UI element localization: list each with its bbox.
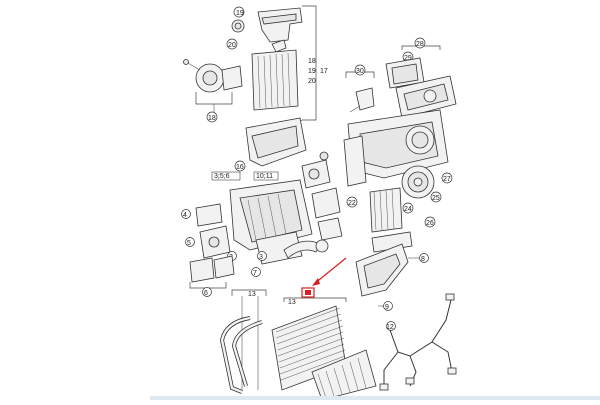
callout-19: 19 [233, 6, 245, 18]
callout-4: 4 [181, 209, 191, 219]
callout-3: 3 [257, 251, 267, 261]
svg-text:20: 20 [228, 42, 236, 49]
svg-text:26: 26 [426, 220, 434, 227]
svg-text:13: 13 [248, 291, 256, 298]
callout-8: 8 [408, 253, 429, 263]
bracket-6 [189, 282, 227, 289]
actuator-assembly [183, 59, 243, 93]
svg-text:18: 18 [208, 115, 216, 122]
callout-6: 6 [202, 287, 212, 297]
svg-text:24: 24 [404, 206, 412, 213]
svg-text:10;11: 10;11 [256, 173, 273, 180]
svg-text:13: 13 [288, 299, 296, 306]
svg-text:9: 9 [385, 304, 389, 311]
callout-18: 18 [308, 58, 316, 65]
callout-22: 22 [346, 196, 358, 208]
svg-text:5: 5 [187, 240, 191, 247]
svg-text:6: 6 [204, 290, 208, 297]
svg-text:3: 3 [259, 254, 263, 261]
svg-text:16: 16 [236, 164, 244, 171]
bracket-1011: 10;11 [253, 171, 279, 181]
cabin-filter [251, 49, 299, 111]
svg-text:12: 12 [386, 324, 394, 331]
blower-filter [369, 187, 403, 233]
callout-5: 5 [185, 237, 195, 247]
duct-panel [355, 243, 409, 297]
blower-motor [401, 165, 435, 199]
callout-24: 24 [402, 202, 414, 214]
callout-20: 20 [226, 38, 238, 50]
wiring-harness [379, 293, 457, 391]
hose-connector [283, 239, 329, 259]
svg-text:8: 8 [421, 256, 425, 263]
callout-9: 9 [378, 301, 393, 311]
left-actuator-lower [199, 225, 231, 259]
svg-text:19: 19 [236, 10, 244, 17]
svg-text:30: 30 [356, 68, 364, 75]
clip-part [271, 39, 287, 53]
left-actuator-upper [195, 203, 223, 227]
bracket-356: 3;5;6 [211, 171, 241, 181]
svg-text:29: 29 [404, 55, 412, 62]
left-bracket-parts [189, 255, 235, 283]
svg-text:22: 22 [348, 200, 356, 207]
svg-text:7: 7 [253, 270, 257, 277]
callout-26: 26 [424, 216, 436, 228]
blower-housing [343, 109, 449, 187]
housing-tray [245, 117, 307, 167]
blower-housing-upper [395, 75, 457, 119]
bracket-13-right [283, 297, 347, 302]
callout-25: 25 [430, 191, 442, 203]
actuator-cluster [301, 151, 343, 241]
callout-13-right: 13 [288, 299, 296, 306]
footer-strip [150, 396, 600, 400]
callout-30: 30 [354, 64, 366, 76]
callout-18: 18 [206, 111, 218, 123]
bracket-18-lower [195, 92, 233, 112]
callout-17: 17 [320, 68, 328, 75]
gasket-seal [385, 57, 425, 89]
callout-27: 27 [441, 172, 453, 184]
svg-text:28: 28 [416, 41, 424, 48]
small-flap [349, 87, 375, 113]
highlight-arrow [312, 257, 347, 286]
callout-20: 20 [308, 78, 316, 85]
svg-text:27: 27 [443, 176, 451, 183]
highlight-marker [301, 287, 315, 298]
callout-13: 13 [248, 291, 256, 298]
svg-text:25: 25 [432, 195, 440, 202]
small-grommet [231, 19, 245, 33]
callout-16: 16 [234, 160, 246, 172]
callout-28: 28 [414, 37, 426, 49]
svg-text:4: 4 [183, 212, 187, 219]
evaporator-core [311, 349, 377, 401]
coolant-pipes [219, 316, 263, 394]
callout-12: 12 [386, 321, 396, 331]
svg-text:3;5;6: 3;5;6 [214, 173, 230, 180]
upper-mounting-frame [257, 7, 303, 43]
callout-19: 19 [308, 68, 316, 75]
callout-7: 7 [251, 267, 261, 277]
